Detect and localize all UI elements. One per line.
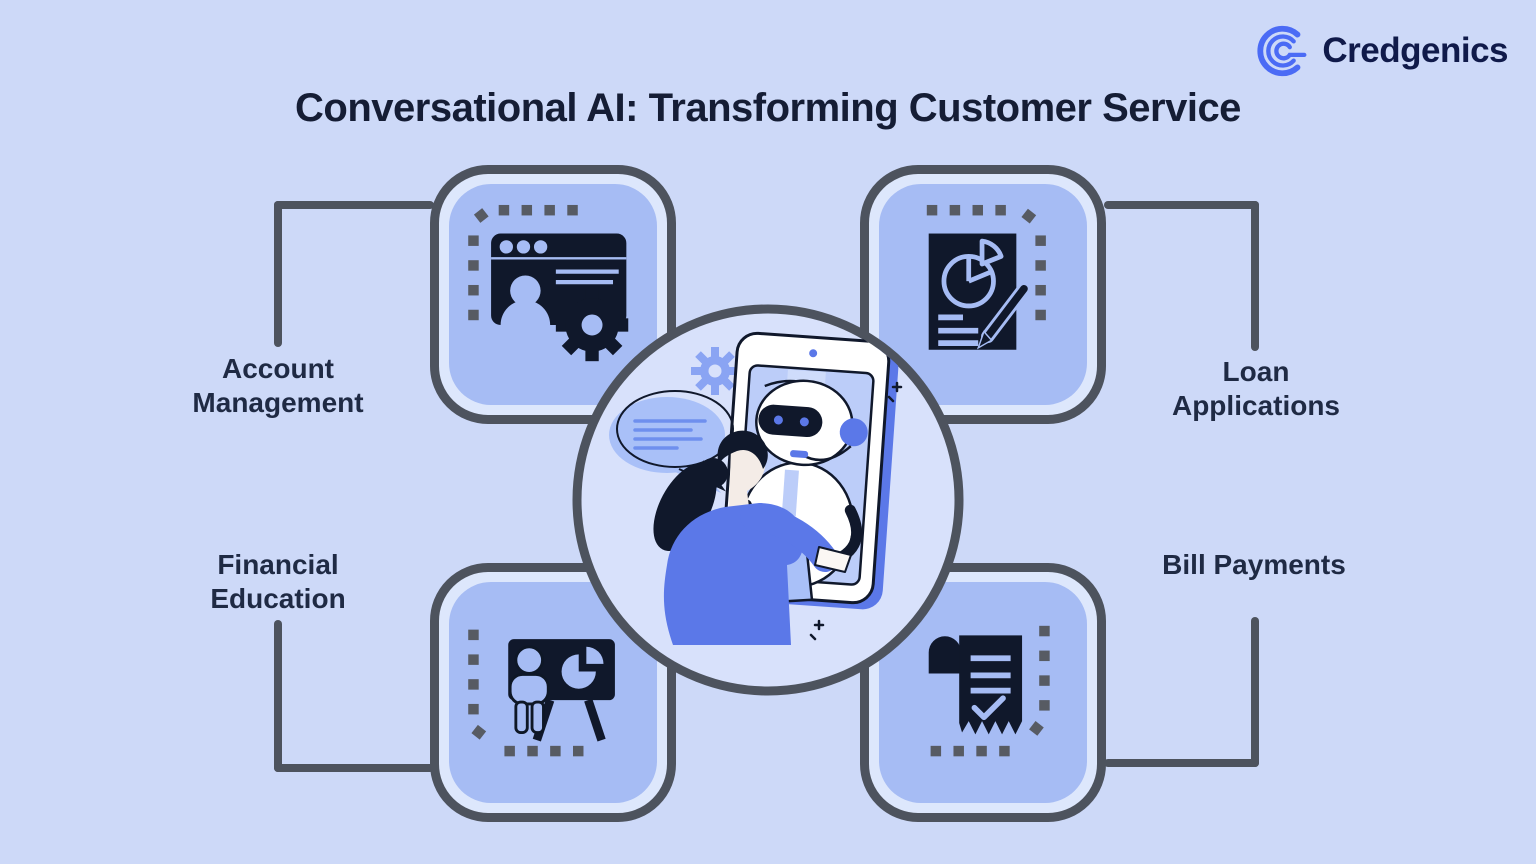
brand-name: Credgenics	[1322, 31, 1508, 70]
connector-account-horizontal	[274, 201, 434, 209]
chatbot-illustration	[572, 304, 964, 696]
gear-icon	[691, 347, 739, 395]
user-settings-window-icon	[468, 204, 629, 362]
connector-bill-vertical	[1251, 617, 1259, 767]
label-loan-applications: Loan Applications	[1171, 356, 1340, 421]
page-title: Conversational AI: Transforming Customer…	[295, 86, 1241, 130]
label-bill-payments: Bill Payments	[1162, 549, 1346, 580]
brand-logo: Credgenics	[1254, 22, 1508, 80]
connector-bill-horizontal	[1104, 759, 1259, 767]
node-box-account-management	[430, 165, 676, 424]
connector-financial-horizontal	[274, 764, 434, 772]
woman-illustration	[653, 430, 852, 645]
connector-loan-vertical	[1251, 201, 1259, 351]
sparkle-icon	[809, 381, 903, 641]
connector-loan-horizontal	[1104, 201, 1259, 209]
connector-financial-vertical	[274, 620, 282, 772]
presentation-trainer-icon	[468, 629, 615, 757]
document-pie-chart-pen-icon	[926, 204, 1046, 350]
receipt-checkmark-icon	[928, 625, 1050, 757]
connector-account-vertical	[274, 201, 282, 347]
label-financial-education: Financial Education	[210, 549, 346, 614]
label-account-management: Account Management	[192, 353, 364, 418]
credgenics-logo-icon	[1257, 25, 1307, 77]
